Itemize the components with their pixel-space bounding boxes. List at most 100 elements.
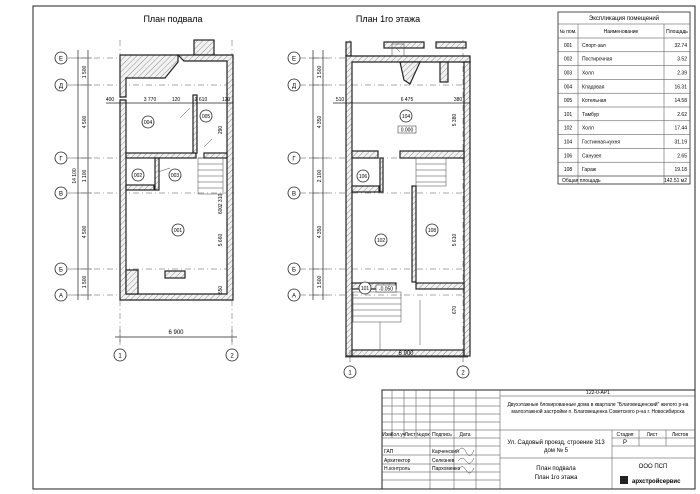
room-number: 108 (564, 167, 573, 173)
stage-value: Р (623, 440, 627, 446)
svg-text:Д: Д (292, 84, 296, 90)
room-area: 2.62 (677, 112, 687, 118)
basement-dimensions: 1 500 4 500 14 100 1 100 4 500 1 500 400… (72, 50, 237, 342)
svg-text:380: 380 (454, 97, 463, 103)
signature (457, 466, 475, 474)
room-name: Постирочная (582, 57, 613, 63)
room-area: 31.19 (674, 140, 687, 146)
room-area: 16.31 (674, 84, 687, 90)
first-floor-plan: 104 0.000 106 102 108 101 -0.050 (345, 41, 471, 357)
svg-text:600: 600 (218, 206, 224, 215)
basement-room-tag: 005 (202, 114, 211, 120)
first-floor-room-tag: 104 (402, 114, 411, 120)
basement-overall-width: 6 900 (168, 330, 184, 336)
svg-text:290: 290 (218, 126, 224, 135)
sheet-title: План подвала (536, 466, 576, 472)
room-area: 2.65 (677, 153, 687, 159)
sheet-frame (32, 5, 696, 490)
level-mark: 0.000 (401, 128, 414, 134)
svg-text:4 350: 4 350 (317, 116, 323, 129)
svg-text:120: 120 (172, 97, 181, 103)
svg-text:5 380: 5 380 (452, 114, 458, 127)
svg-text:3 770: 3 770 (144, 97, 157, 103)
svg-text:№док: №док (416, 432, 430, 438)
axis-grid (68, 40, 470, 370)
first-floor-plan-title: План 1го этажа (356, 14, 420, 24)
room-name: Гостинная-кухня (582, 140, 620, 146)
room-name: Котельная (582, 98, 606, 104)
svg-text:1 500: 1 500 (317, 276, 323, 289)
room-number: 003 (564, 71, 573, 77)
room-area: 3.52 (677, 57, 687, 63)
room-number: 004 (564, 84, 573, 90)
room-area: 2.39 (677, 71, 687, 77)
svg-text:В: В (292, 192, 296, 198)
svg-text:1 100: 1 100 (82, 170, 88, 183)
svg-text:Г: Г (59, 157, 63, 163)
project-line: Двухэтажные блокированные дома в квартал… (508, 401, 689, 408)
explication-title: Экспликация помещений (589, 15, 659, 22)
room-name: Кладовая (582, 84, 605, 90)
basement-room-tag: 001 (174, 228, 183, 234)
explication-total-value: 142.51 м2 (664, 178, 687, 184)
svg-text:2 100: 2 100 (317, 170, 323, 183)
stamp-name: Пархоменко (432, 466, 461, 472)
svg-text:1 500: 1 500 (317, 66, 323, 79)
explication-header: Площадь (666, 29, 688, 35)
svg-text:5 610: 5 610 (452, 234, 458, 247)
room-name: Холл (582, 71, 594, 77)
basement-plan: 004 005 002 003 001 (119, 39, 234, 301)
svg-text:архстройсервис: архстройсервис (632, 478, 681, 485)
svg-text:510: 510 (336, 97, 345, 103)
svg-text:14 100: 14 100 (72, 168, 78, 184)
stamp-name: Карченский (432, 448, 459, 455)
basement-room-tag: 002 (134, 173, 143, 179)
svg-text:Г: Г (292, 157, 296, 163)
room-name: Спорт-зал (582, 43, 606, 49)
basement-room-tag: 003 (171, 173, 180, 179)
svg-text:А: А (59, 294, 63, 300)
svg-text:1: 1 (118, 354, 122, 360)
svg-text:1 500: 1 500 (82, 66, 88, 79)
svg-text:А: А (292, 294, 296, 300)
address-line: Ул. Садовый проезд, строение 313 (507, 439, 605, 446)
room-number: 102 (564, 126, 573, 132)
svg-text:Е: Е (292, 57, 296, 63)
svg-text:120: 120 (222, 97, 231, 103)
first-floor-axis-bubbles: Е Д Г В Б А 1 2 (287, 51, 470, 379)
room-number: 104 (564, 140, 573, 146)
stamp-role: Н.контроль (384, 466, 410, 472)
svg-text:1 500: 1 500 (82, 276, 88, 289)
title-block: 122-0-АР1 Двухэтажные блокированные дома… (381, 389, 696, 490)
address-line: дом № 5 (544, 447, 569, 454)
svg-text:Листов: Листов (672, 432, 689, 438)
first-floor-dimensions: 1 500 4 350 2 100 4 350 1 500 510 6 475 … (309, 50, 470, 362)
explication-total-label: Общая площадь (562, 178, 601, 184)
first-floor-room-tag: 108 (428, 228, 437, 234)
svg-text:Б: Б (59, 268, 63, 274)
first-floor-room-tag: 102 (377, 238, 386, 244)
svg-text:Стадия: Стадия (616, 432, 633, 438)
svg-text:4 350: 4 350 (317, 226, 323, 239)
company-logo: архстройсервис (620, 476, 681, 485)
room-number: 106 (564, 153, 573, 159)
svg-text:В: В (59, 192, 63, 198)
room-area: 32.74 (674, 43, 687, 49)
stamp-role: ГАП (384, 449, 394, 455)
room-area: 14.58 (674, 98, 687, 104)
svg-text:6 475: 6 475 (401, 97, 414, 103)
explication-table: Экспликация помещений № пом. Наименовани… (557, 11, 691, 185)
svg-text:2 310: 2 310 (218, 194, 224, 207)
svg-text:550: 550 (218, 286, 224, 295)
room-name: Санузел (582, 153, 602, 159)
svg-text:2: 2 (230, 354, 234, 360)
svg-text:4 500: 4 500 (82, 226, 88, 239)
signature (457, 457, 475, 464)
svg-text:Дата: Дата (459, 432, 470, 438)
drawing-code: 122-0-АР1 (586, 390, 610, 396)
level-mark: -0.050 (379, 287, 393, 293)
basement-room-tag: 004 (144, 120, 153, 126)
room-number: 002 (564, 57, 573, 63)
svg-text:5 660: 5 660 (218, 234, 224, 247)
